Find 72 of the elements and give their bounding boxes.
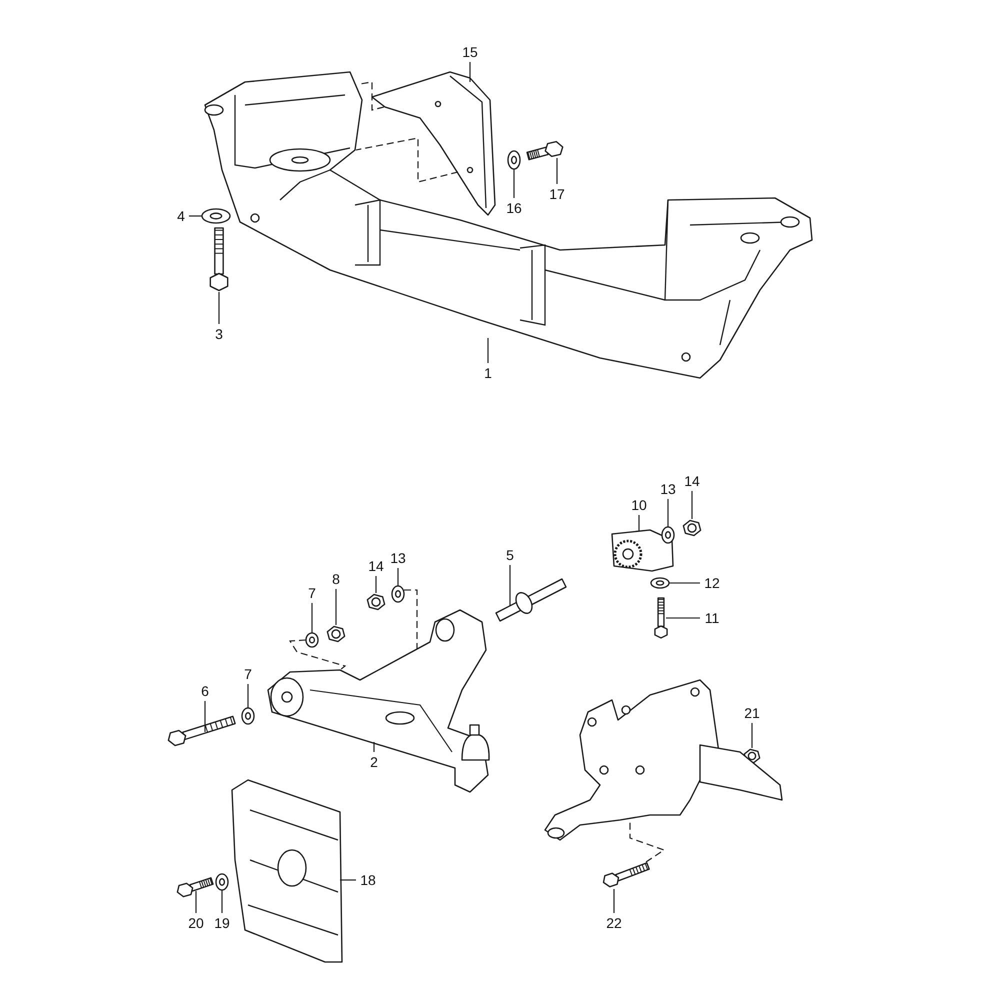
guard-plate-drawing <box>231 779 343 963</box>
leader-line <box>375 576 377 593</box>
bolt-drawing <box>602 862 650 888</box>
rubber-mount-drawing <box>611 529 674 572</box>
callout-number: 16 <box>500 200 528 216</box>
assembly-line <box>404 589 418 649</box>
assembly-line <box>356 137 458 183</box>
leader-line <box>666 617 700 619</box>
bracket-drawing <box>371 71 496 216</box>
bolt-drawing <box>526 140 564 160</box>
callout-number: 7 <box>234 666 262 682</box>
bolt-drawing <box>176 877 214 898</box>
crossmember-drawing <box>204 71 813 379</box>
callout-number: 11 <box>698 610 726 626</box>
callout-number: 10 <box>625 497 653 513</box>
leader-line <box>667 499 669 527</box>
callout-number: 1 <box>474 365 502 381</box>
callout-number: 7 <box>298 585 326 601</box>
callout-number: 18 <box>354 872 382 888</box>
leader-line <box>513 169 515 198</box>
callout-number: 2 <box>360 754 388 770</box>
steering-knuckle-drawing <box>544 679 783 841</box>
callout-number: 15 <box>456 44 484 60</box>
callout-number: 4 <box>167 208 195 224</box>
leader-line <box>613 889 615 913</box>
leader-line <box>487 338 489 363</box>
washer-drawing <box>650 577 670 589</box>
stud-drawing <box>495 578 567 622</box>
leader-line <box>189 215 202 217</box>
callout-number: 3 <box>205 326 233 342</box>
assembly-line <box>360 81 384 111</box>
bolt-drawing <box>168 716 236 746</box>
washer-drawing <box>215 873 229 891</box>
callout-number: 20 <box>182 915 210 931</box>
leader-line <box>335 589 337 625</box>
callout-number: 21 <box>738 705 766 721</box>
washer-drawing <box>241 707 255 725</box>
assembly-line <box>289 639 346 670</box>
bolt-drawing <box>210 227 228 292</box>
callout-number: 22 <box>600 915 628 931</box>
leader-line <box>669 582 700 584</box>
leader-line <box>195 891 197 913</box>
control-arm-drawing <box>267 609 490 793</box>
callout-number: 6 <box>191 683 219 699</box>
callout-number: 12 <box>698 575 726 591</box>
callout-number: 8 <box>322 571 350 587</box>
leader-line <box>691 491 693 519</box>
nut-drawing <box>326 626 346 642</box>
leader-line <box>397 568 399 586</box>
nut-drawing <box>682 520 702 536</box>
leader-line <box>218 292 220 324</box>
washer-drawing <box>391 585 405 603</box>
leader-line <box>204 701 206 732</box>
leader-line <box>311 603 313 633</box>
leader-line <box>638 515 640 531</box>
leader-line <box>509 565 511 606</box>
leader-line <box>340 879 356 881</box>
leader-line <box>247 684 249 708</box>
leader-line <box>469 62 471 82</box>
washer-drawing <box>305 632 319 648</box>
callout-number: 5 <box>496 547 524 563</box>
leader-line <box>751 723 753 748</box>
callout-number: 19 <box>208 915 236 931</box>
leader-line <box>221 890 223 913</box>
leader-line <box>373 742 375 752</box>
leader-line <box>556 158 558 184</box>
bolt-drawing <box>654 597 668 639</box>
nut-drawing <box>366 594 386 610</box>
washer-drawing <box>661 526 675 544</box>
washer-drawing <box>201 208 231 224</box>
callout-number: 17 <box>543 186 571 202</box>
washer-drawing <box>507 150 521 170</box>
